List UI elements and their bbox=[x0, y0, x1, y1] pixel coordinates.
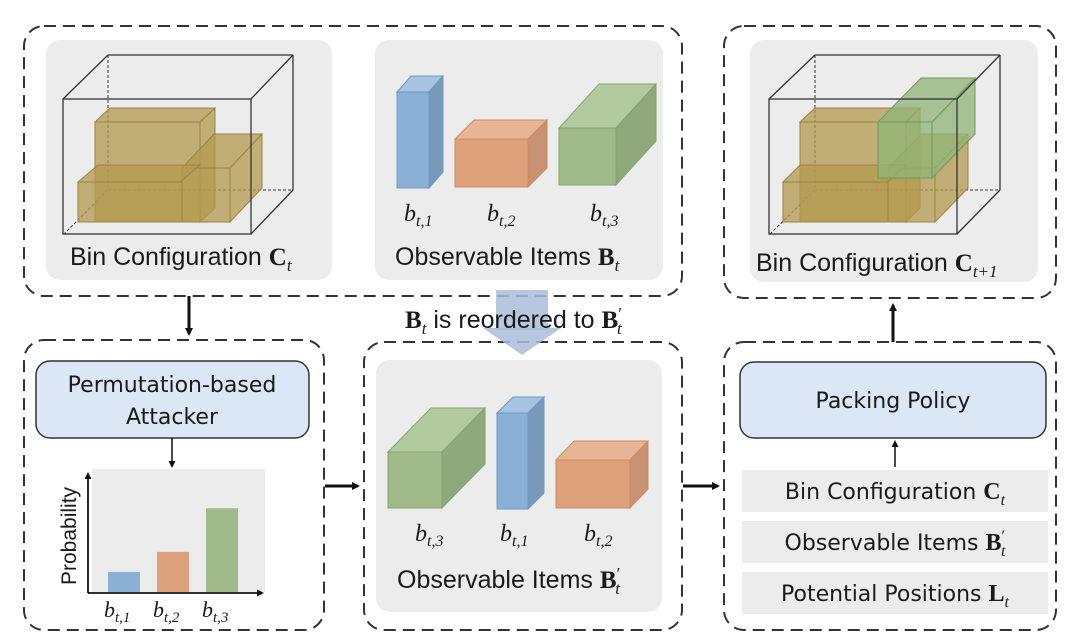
policy-input-positions bbox=[742, 572, 1048, 614]
item-b-t-1-box bbox=[395, 74, 445, 190]
reordered-label-b-t-1: bt,1 bbox=[500, 521, 528, 550]
item-b-t-2-box bbox=[453, 118, 549, 189]
policy-input-items-text: Observable Items B′t bbox=[785, 528, 1007, 560]
item-label-b-t-2: bt,2 bbox=[487, 201, 515, 230]
probability-chart: Probability bt,1 bt,2 bt,3 bbox=[58, 469, 265, 626]
bin-c-t1-caption: Bin Configuration Ct+1 bbox=[756, 249, 998, 281]
reordered-item-b-t-3-box bbox=[386, 406, 487, 510]
bin-c-t-caption: Bin Configuration Ct bbox=[70, 243, 293, 275]
packing-policy-block bbox=[739, 361, 1047, 439]
policy-input-bin-config-text: Bin Configuration Ct bbox=[785, 479, 1006, 509]
chart-bar-2 bbox=[157, 551, 189, 592]
policy-input-items bbox=[742, 521, 1048, 563]
policy-input-positions-text: Potential Positions Lt bbox=[781, 581, 1010, 611]
policy-group bbox=[723, 341, 1057, 631]
chart-tick-label-3: bt,3 bbox=[202, 597, 228, 626]
bin-c-t1-illustration bbox=[768, 54, 1001, 235]
chart-tick-label-1: bt,1 bbox=[104, 597, 130, 626]
chart-y-label: Probability bbox=[58, 486, 81, 585]
item-label-b-t-3: bt,3 bbox=[590, 201, 618, 230]
attacker-group bbox=[23, 339, 325, 631]
reordered-label-b-t-3: bt,3 bbox=[415, 521, 443, 550]
packing-policy-title: Packing Policy bbox=[816, 389, 971, 414]
reorder-arrow bbox=[483, 290, 561, 355]
policy-input-bin-config bbox=[742, 470, 1048, 512]
attacker-line1: Permutation-based bbox=[68, 373, 277, 398]
reordered-caption: Observable Items B′t bbox=[397, 564, 621, 598]
bin-c-t-illustration bbox=[62, 54, 294, 235]
attacker-line2: Attacker bbox=[126, 405, 219, 430]
top-right-group bbox=[723, 25, 1057, 299]
top-left-group bbox=[23, 25, 683, 297]
reorder-note: Bt is reordered to B′t bbox=[405, 304, 623, 338]
reordered-item-b-t-1-box bbox=[495, 395, 546, 511]
chart-tick-label-2: bt,2 bbox=[153, 597, 180, 626]
reordered-item-b-t-2-box bbox=[554, 439, 650, 510]
chart-bar-3 bbox=[206, 508, 238, 592]
items-b-t-caption: Observable Items Bt bbox=[395, 243, 621, 275]
item-b-t-3-box bbox=[557, 82, 658, 187]
chart-bar-1 bbox=[108, 571, 140, 592]
reordered-label-b-t-2: bt,2 bbox=[584, 521, 612, 550]
item-label-b-t-1: bt,1 bbox=[404, 201, 432, 230]
